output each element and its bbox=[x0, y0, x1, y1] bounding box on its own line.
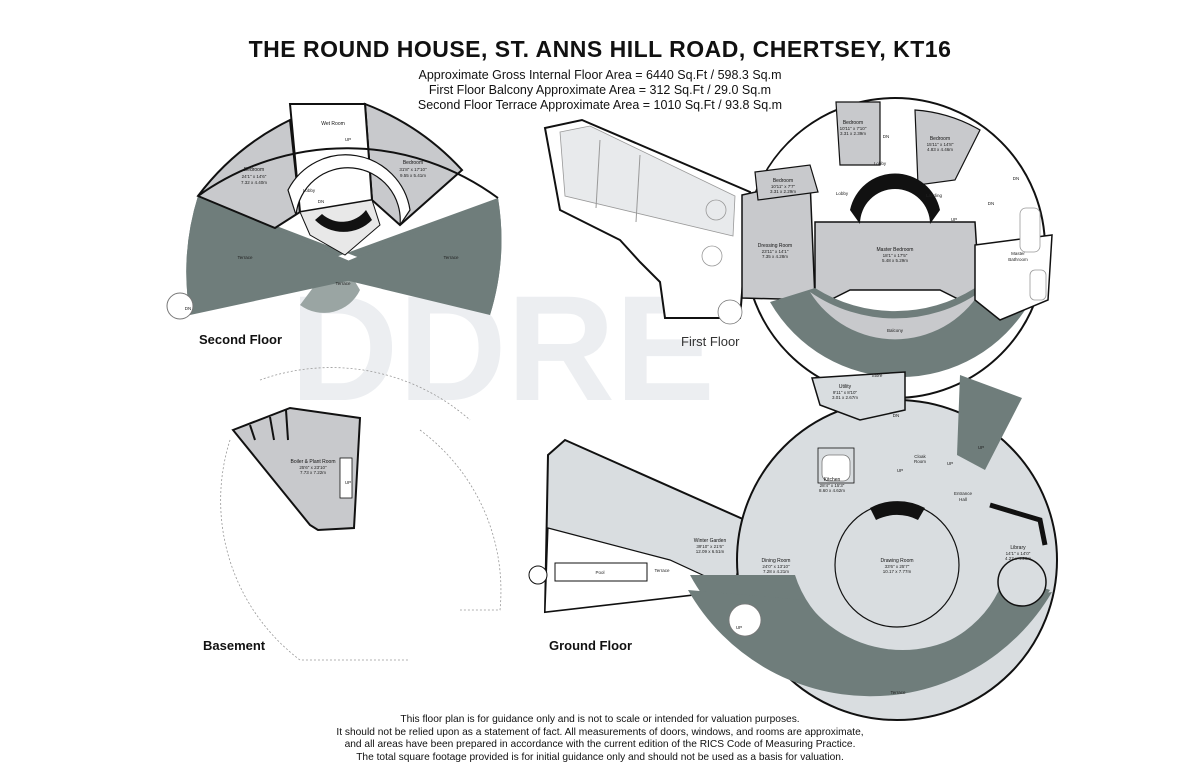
ground-cloak-name: Cloak bbox=[914, 454, 926, 459]
first-bedroom-c-imperial: 10'11" x 7'7" bbox=[771, 184, 796, 189]
second-bedroom-left-imperial: 24'1" x 14'6" bbox=[242, 174, 267, 179]
ground-up-stairs-2: UP bbox=[978, 445, 984, 450]
basement-label: Basement bbox=[203, 638, 266, 653]
watermark: DDRE bbox=[290, 264, 715, 432]
first-master-bath-name: Master bbox=[1011, 251, 1025, 256]
first-dressing-name: Dressing Room bbox=[758, 243, 792, 249]
ground-library-name: Library bbox=[1010, 545, 1026, 551]
first-bedroom-a-imperial: 10'11" x 7'10" bbox=[840, 126, 867, 131]
basement-boiler-metric: 7.73 x 7.22m bbox=[300, 470, 326, 475]
basement-plan: Boiler & Plant Room 25'6" x 23'10" 7.73 … bbox=[220, 367, 502, 661]
ground-utility-metric: 3.01 x 2.67m bbox=[832, 395, 858, 400]
second-up-label: UP bbox=[345, 137, 351, 142]
ground-library-metric: 4.27 x 4.26m bbox=[1005, 556, 1031, 561]
first-dn-right: DN bbox=[1013, 176, 1020, 181]
ground-kitchen-name: Kitchen bbox=[824, 477, 841, 483]
second-bedroom-right-imperial: 31'8" x 17'10" bbox=[399, 167, 427, 172]
gross-area-line: Approximate Gross Internal Floor Area = … bbox=[418, 68, 782, 82]
ground-dn: DN bbox=[893, 413, 900, 418]
first-master-metric: 5.48 x 5.29m bbox=[882, 258, 908, 263]
ground-drawing-imperial: 33'6" x 25'7" bbox=[885, 564, 910, 569]
ground-entrance-name2: Hall bbox=[959, 497, 967, 502]
balcony-area-line: First Floor Balcony Approximate Area = 3… bbox=[428, 83, 772, 97]
first-master-bath-name2: Bathroom bbox=[1008, 257, 1028, 262]
first-landing: Landing bbox=[926, 193, 943, 198]
second-wet-room-label: Wet Room bbox=[321, 121, 345, 127]
first-balcony: Balcony bbox=[887, 328, 904, 333]
disclaimer-line-3: and all areas have been prepared in acco… bbox=[344, 739, 856, 751]
first-floor-label: First Floor bbox=[681, 334, 740, 349]
second-bedroom-left-name: Bedroom bbox=[244, 167, 264, 173]
first-dn-top: DN bbox=[883, 134, 890, 139]
first-up: UP bbox=[951, 217, 957, 222]
ground-winter-imperial: 39'10" x 21'6" bbox=[696, 544, 724, 549]
first-bedroom-b-name: Bedroom bbox=[930, 136, 950, 142]
ground-utility-name: Utility bbox=[839, 384, 852, 390]
first-floor-plan: Bedroom 10'11" x 7'10" 3.31 x 2.39m DN B… bbox=[543, 97, 1053, 399]
ground-winter-name: Winter Garden bbox=[694, 538, 727, 544]
first-bedroom-c-name: Bedroom bbox=[773, 178, 793, 184]
ground-winter-metric: 12.09 x 6.51m bbox=[696, 549, 725, 554]
ground-dining-name: Dining Room bbox=[762, 558, 791, 564]
terrace-area-line: Second Floor Terrace Approximate Area = … bbox=[417, 98, 783, 112]
disclaimer-line-4: The total square footage provided is for… bbox=[356, 751, 844, 763]
first-dn-right-2: DN bbox=[988, 201, 995, 206]
first-bedroom-b-imperial: 15'11" x 14'8" bbox=[927, 142, 954, 147]
ground-dining-imperial: 24'0" x 13'10" bbox=[762, 564, 790, 569]
ground-dining-metric: 7.28 x 4.21m bbox=[763, 569, 789, 574]
second-floor-label: Second Floor bbox=[199, 332, 283, 347]
ground-kitchen-metric: 8.60 x 4.62m bbox=[819, 488, 845, 493]
first-master-name: Master Bedroom bbox=[877, 247, 914, 253]
first-dressing-metric: 7.35 x 4.28m bbox=[762, 254, 788, 259]
basement-boiler-imperial: 25'6" x 23'10" bbox=[299, 465, 327, 470]
first-master-imperial: 18'1" x 17'5" bbox=[883, 253, 908, 258]
disclaimer: This floor plan is for guidance only and… bbox=[0, 714, 1200, 764]
ground-drawing-name: Drawing Room bbox=[880, 558, 913, 564]
second-terrace-center-label: Terrace bbox=[335, 281, 351, 286]
second-stair-dn-label: DN bbox=[185, 306, 192, 311]
second-bedroom-right-metric: 9.55 x 5.41m bbox=[400, 173, 426, 178]
first-bedroom-b-metric: 4.83 x 4.46m bbox=[927, 147, 953, 152]
second-terrace-left-label: Terrace bbox=[237, 255, 253, 260]
basement-boiler-name: Boiler & Plant Room bbox=[290, 459, 335, 465]
ground-store: Store bbox=[872, 373, 883, 378]
disclaimer-line-2: It should not be relied upon as a statem… bbox=[336, 726, 864, 738]
ground-library-imperial: 14'1" x 14'0" bbox=[1006, 551, 1031, 556]
ground-utility-imperial: 9'11" x 8'10" bbox=[833, 390, 858, 395]
first-lobby-top: Lobby bbox=[874, 161, 887, 166]
second-floor-plan: DN Wet Room UP Bedroom 24'1" x 14'6" 7.3… bbox=[166, 102, 502, 320]
ground-terrace-small: Terrace bbox=[654, 568, 670, 573]
disclaimer-line-1: This floor plan is for guidance only and… bbox=[400, 714, 800, 725]
second-bedroom-left-metric: 7.32 x 4.40m bbox=[241, 180, 267, 185]
second-terrace-right-label: Terrace bbox=[443, 255, 459, 260]
first-bedroom-a-metric: 3.31 x 2.39m bbox=[840, 131, 866, 136]
ground-up-stairs: UP bbox=[947, 461, 953, 466]
ground-up-stairs-3: UP bbox=[897, 468, 903, 473]
second-bedroom-right-name: Bedroom bbox=[403, 160, 423, 166]
first-bedroom-c-metric: 3.31 x 2.29m bbox=[770, 189, 796, 194]
ground-pool: Pool bbox=[595, 570, 604, 575]
basement-up: UP bbox=[345, 480, 351, 485]
first-bedroom-a-name: Bedroom bbox=[843, 120, 863, 126]
ground-drawing-metric: 10.17 x 7.77m bbox=[883, 569, 912, 574]
ground-floor-label: Ground Floor bbox=[549, 638, 633, 653]
first-lobby-left: Lobby bbox=[836, 191, 849, 196]
second-dn-label: DN bbox=[318, 199, 325, 204]
ground-floor-plan: Utility 9'11" x 8'10" 3.01 x 2.67m Store… bbox=[528, 371, 1058, 721]
first-dressing-imperial: 23'11" x 14'1" bbox=[762, 249, 789, 254]
ground-up-spiral: UP bbox=[736, 625, 742, 630]
ground-cloak-name2: Room bbox=[914, 459, 926, 464]
ground-kitchen-imperial: 28'4" x 15'3" bbox=[820, 483, 845, 488]
page-title: THE ROUND HOUSE, ST. ANNS HILL ROAD, CHE… bbox=[248, 36, 952, 62]
second-lobby-label: Lobby bbox=[303, 188, 316, 193]
ground-terrace-big: Terrace bbox=[890, 690, 906, 695]
ground-entrance-name: Entrance bbox=[954, 491, 973, 496]
